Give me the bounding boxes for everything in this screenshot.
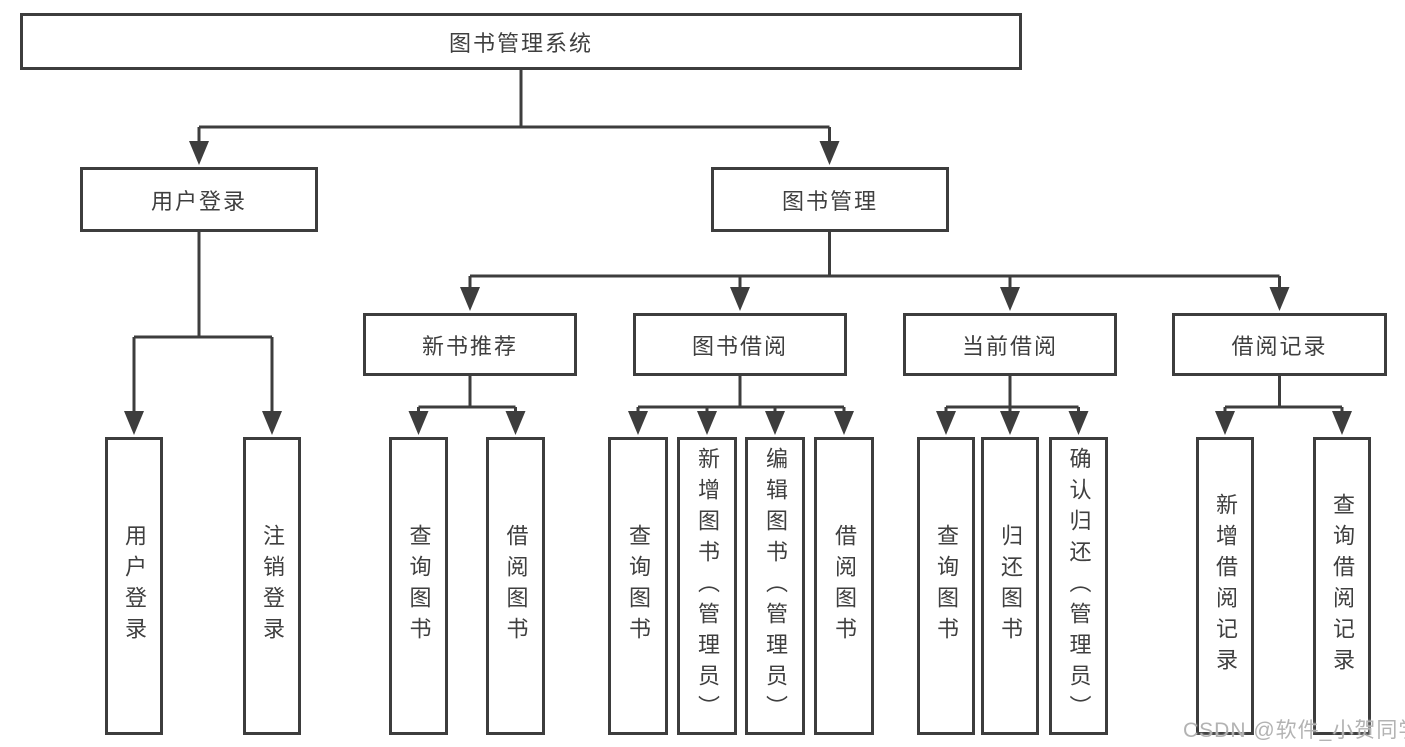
leaf-query-books-current-label: 查询图书	[934, 524, 959, 648]
leaf-query-borrow-record: 查询借阅记录	[1313, 437, 1371, 735]
node-new-book-recommend-label: 新书推荐	[421, 333, 518, 359]
leaf-borrow-books-label: 借阅图书	[832, 524, 857, 648]
leaf-logout-label: 注销登录	[260, 524, 285, 648]
node-current-borrow-label: 当前借阅	[961, 333, 1058, 359]
leaf-add-borrow-record: 新增借阅记录	[1196, 437, 1254, 735]
leaf-confirm-return-admin-label: 确认归还（管理员）	[1066, 446, 1092, 726]
leaf-query-books-borrow-label: 查询图书	[626, 524, 651, 648]
node-borrow-records: 借阅记录	[1172, 313, 1387, 376]
leaf-query-borrow-record-label: 查询借阅记录	[1330, 493, 1355, 679]
node-borrow-records-label: 借阅记录	[1231, 333, 1328, 359]
leaf-confirm-return-admin: 确认归还（管理员）	[1049, 437, 1108, 735]
leaf-user-login-label: 用户登录	[122, 524, 147, 648]
leaf-query-books-recommend: 查询图书	[389, 437, 448, 735]
node-book-management: 图书管理	[711, 167, 949, 232]
leaf-edit-books-admin: 编辑图书（管理员）	[745, 437, 805, 735]
leaf-borrow-books-recommend: 借阅图书	[486, 437, 545, 735]
leaf-query-books-recommend-label: 查询图书	[406, 524, 432, 648]
leaf-borrow-books: 借阅图书	[814, 437, 874, 735]
node-user-login-label: 用户登录	[150, 188, 247, 214]
leaf-query-books-current: 查询图书	[917, 437, 975, 735]
node-user-login: 用户登录	[80, 167, 318, 232]
leaf-return-books: 归还图书	[981, 437, 1039, 735]
node-root: 图书管理系统	[20, 13, 1022, 70]
leaf-add-books-admin: 新增图书（管理员）	[677, 437, 737, 735]
leaf-query-books-borrow: 查询图书	[608, 437, 668, 735]
leaf-edit-books-admin-label: 编辑图书（管理员）	[763, 446, 788, 726]
watermark: CSDN @软件_小贺同学	[1183, 719, 1405, 742]
leaf-add-books-admin-label: 新增图书（管理员）	[695, 446, 720, 726]
leaf-user-login: 用户登录	[105, 437, 163, 735]
leaf-borrow-books-recommend-label: 借阅图书	[503, 524, 529, 648]
node-book-borrow: 图书借阅	[633, 313, 847, 376]
node-current-borrow: 当前借阅	[903, 313, 1117, 376]
node-new-book-recommend: 新书推荐	[363, 313, 577, 376]
leaf-logout: 注销登录	[243, 437, 301, 735]
node-book-management-label: 图书管理	[781, 188, 878, 214]
leaf-add-borrow-record-label: 新增借阅记录	[1213, 493, 1238, 679]
leaf-return-books-label: 归还图书	[998, 524, 1023, 648]
node-book-borrow-label: 图书借阅	[691, 333, 788, 359]
arrowheads	[124, 141, 1352, 435]
node-root-label: 图书管理系统	[448, 30, 593, 56]
